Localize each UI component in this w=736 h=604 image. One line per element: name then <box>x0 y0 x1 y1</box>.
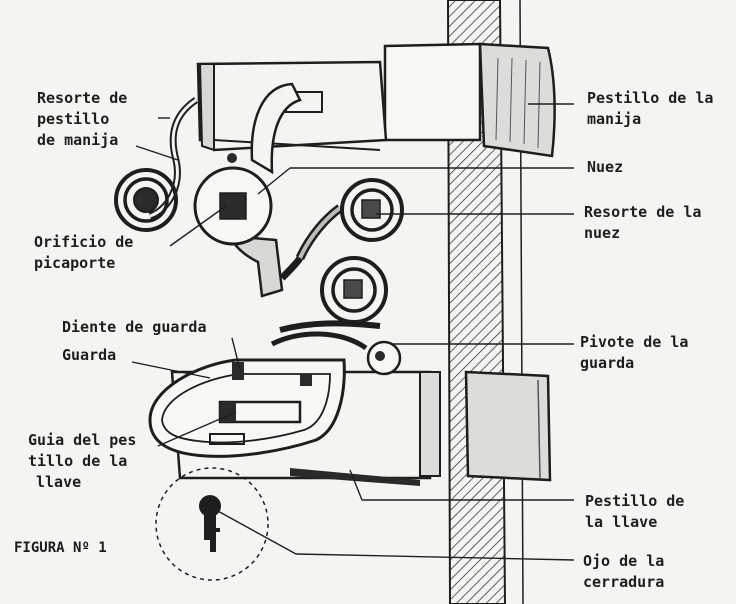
guard <box>148 358 346 458</box>
label-guard: Guarda <box>62 346 117 364</box>
label-follower-spring: Resorte de la nuez <box>584 203 702 242</box>
label-latch-hole: Orificio de picaporte <box>34 233 134 272</box>
label-keyhole: Ojo de la cerradura <box>583 552 665 591</box>
label-guard-pivot: Pivote de la guarda <box>580 333 689 372</box>
left-spiral-spring <box>114 168 178 232</box>
handle-arm <box>250 82 302 175</box>
label-follower: Nuez <box>587 158 624 176</box>
keyhole <box>155 467 269 581</box>
follower <box>193 153 284 298</box>
label-handle-latch-spring: Resorte de pestillo de manija <box>37 89 128 149</box>
handle-latch <box>383 42 556 158</box>
label-key-bolt-guide: Guia del pes tillo de la llave <box>28 431 137 491</box>
guard-pivot <box>270 331 402 376</box>
label-handle-latch: Pestillo de la manija <box>587 89 714 128</box>
latch-frame <box>196 60 388 152</box>
label-guard-tooth: Diente de guarda <box>62 318 207 336</box>
leader-lines <box>131 103 575 561</box>
guard-spring <box>279 256 388 333</box>
follower-spring <box>279 178 404 281</box>
label-key-bolt: Pestillo de la llave <box>585 492 685 531</box>
figure-caption: FIGURA Nº 1 <box>14 540 107 556</box>
